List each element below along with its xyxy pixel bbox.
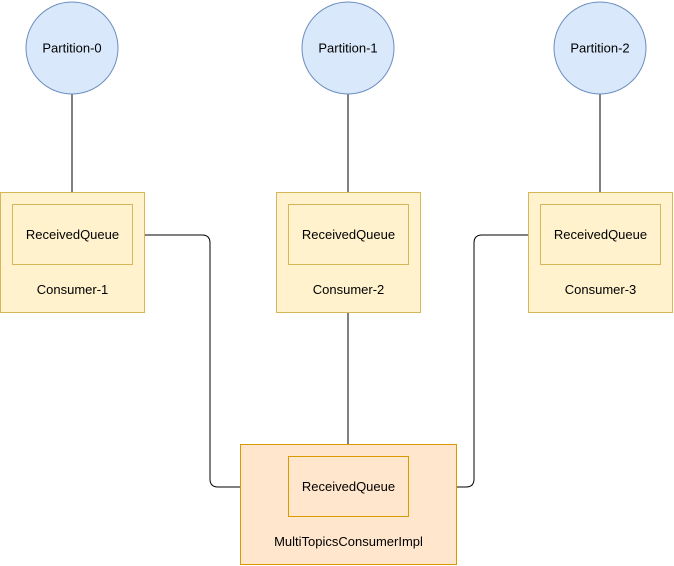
- received-queue-box: [12, 204, 133, 265]
- consumer-node: ReceivedQueue Consumer-1: [0, 192, 145, 313]
- partition-label: Partition-1: [318, 41, 377, 56]
- received-queue-box: [288, 456, 409, 517]
- multi-topics-consumer-node: ReceivedQueue MultiTopicsConsumerImpl: [240, 444, 457, 565]
- consumer-label: Consumer-2: [313, 282, 385, 297]
- received-queue-box: [540, 204, 661, 265]
- partition-node: Partition-0: [25, 1, 119, 95]
- partition-circle: [301, 1, 395, 95]
- partition-circle: [553, 1, 647, 95]
- received-queue-label: ReceivedQueue: [302, 227, 395, 242]
- partition-label: Partition-0: [42, 41, 101, 56]
- multi-topics-consumer-label: MultiTopicsConsumerImpl: [274, 534, 423, 549]
- partition-node: Partition-1: [301, 1, 395, 95]
- partition-node: Partition-2: [553, 1, 647, 95]
- received-queue-label: ReceivedQueue: [554, 227, 647, 242]
- edge-consumer-1-to-multi: [132, 234, 289, 491]
- received-queue-box: [288, 204, 409, 265]
- partition-circle: [25, 1, 119, 95]
- consumer-label: Consumer-1: [37, 282, 109, 297]
- consumer-label: Consumer-3: [565, 282, 637, 297]
- consumer-node: ReceivedQueue Consumer-3: [528, 192, 673, 313]
- received-queue-label: ReceivedQueue: [26, 227, 119, 242]
- received-queue-label: ReceivedQueue: [302, 479, 395, 494]
- edge-consumer-3-to-multi: [408, 234, 540, 491]
- consumer-node: ReceivedQueue Consumer-2: [276, 192, 421, 313]
- partition-label: Partition-2: [570, 41, 629, 56]
